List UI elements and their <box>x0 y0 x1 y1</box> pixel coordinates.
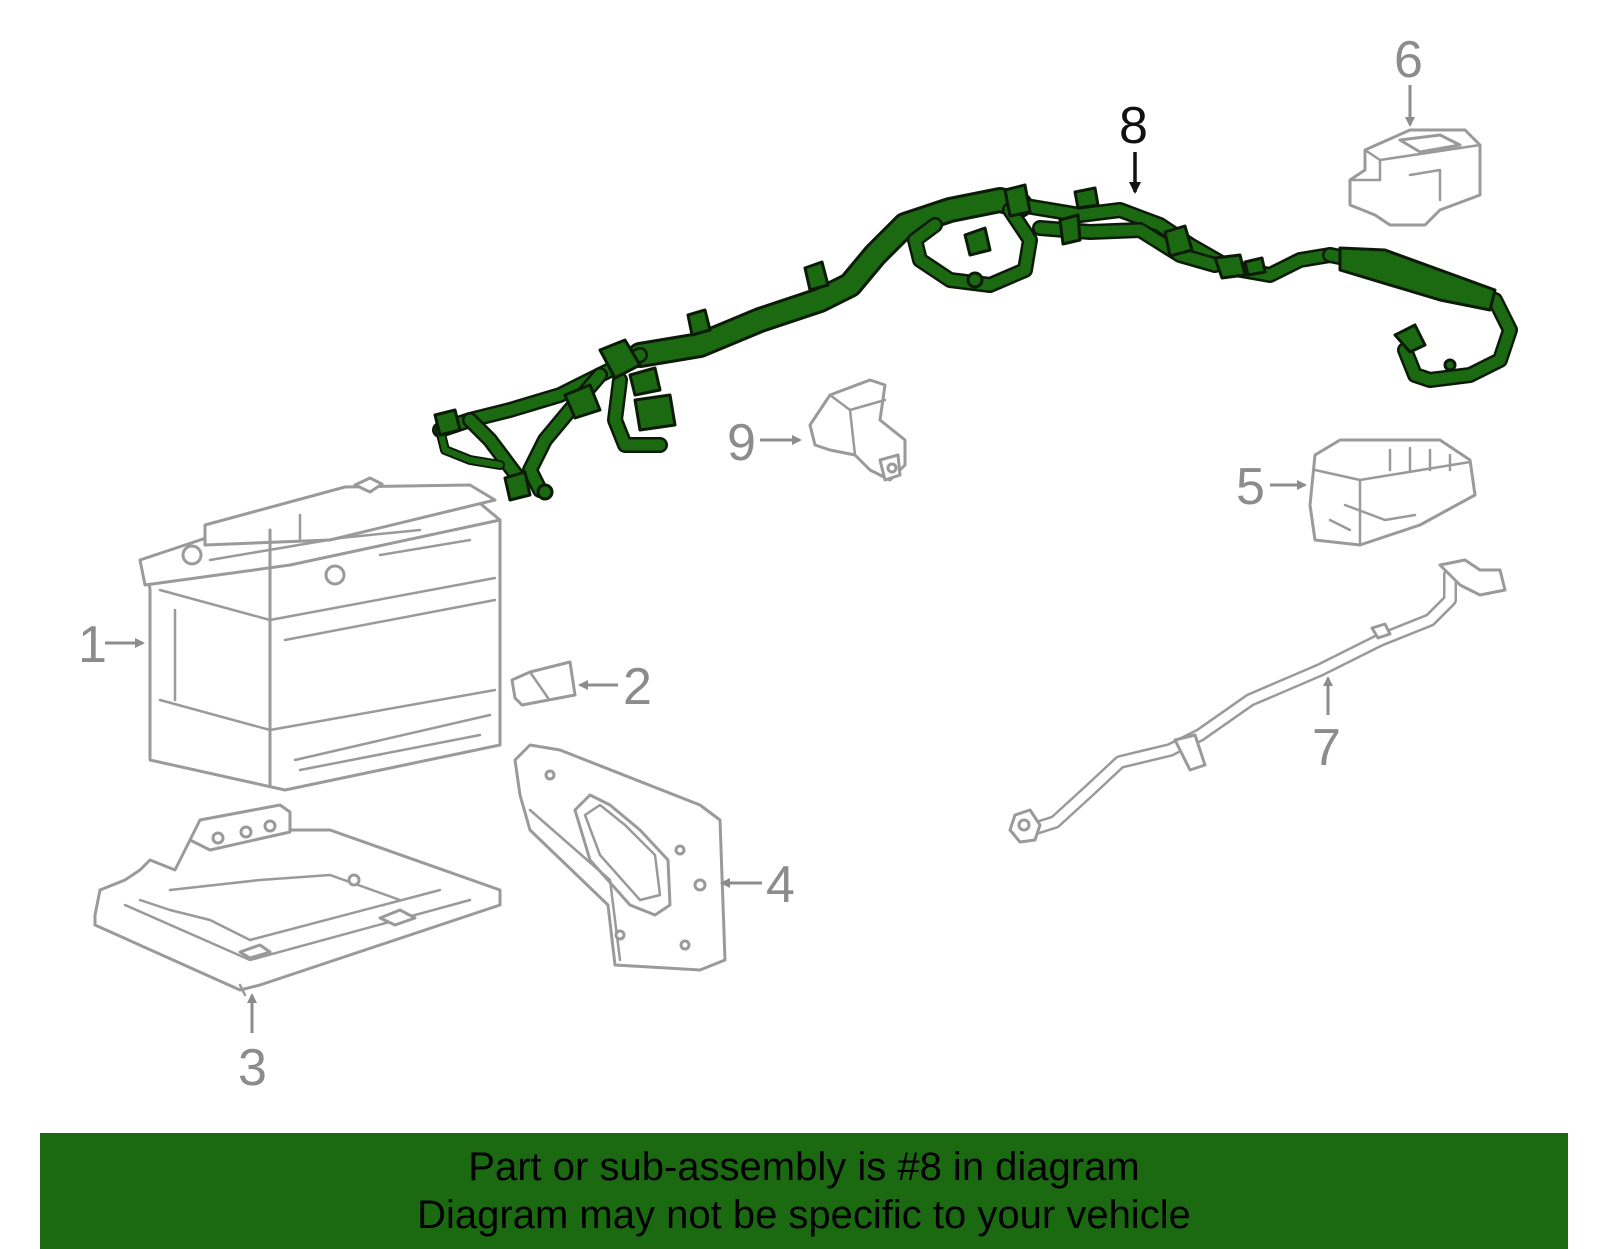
banner-line-part-number: Part or sub-assembly is #8 in diagram <box>468 1145 1140 1189</box>
callout-8[interactable]: 8 <box>1119 97 1148 155</box>
callout-1[interactable]: 1 <box>78 616 107 674</box>
wiring-harness-part[interactable] <box>432 183 1518 502</box>
battery-cable-part[interactable] <box>1008 558 1507 844</box>
callout-9[interactable]: 9 <box>727 414 756 472</box>
fuse-block-part[interactable] <box>1308 438 1477 547</box>
callout-2[interactable]: 2 <box>623 658 652 716</box>
battery-spacer-part[interactable] <box>510 660 577 707</box>
info-banner: Part or sub-assembly is #8 in diagram Di… <box>40 1133 1568 1249</box>
callout-7[interactable]: 7 <box>1312 719 1341 777</box>
fuse-cover-part[interactable] <box>1348 128 1482 227</box>
callout-labels: 1 2 3 4 5 6 7 8 9 <box>78 31 1423 1097</box>
parts-diagram: 1 2 3 4 5 6 7 8 9 <box>78 31 1518 1097</box>
banner-line-disclaimer: Diagram may not be specific to your vehi… <box>417 1193 1191 1237</box>
callout-5[interactable]: 5 <box>1236 458 1265 516</box>
sensor-part[interactable] <box>808 378 907 482</box>
battery-tray-part[interactable] <box>93 803 502 997</box>
callout-3[interactable]: 3 <box>238 1039 267 1097</box>
callout-4[interactable]: 4 <box>766 856 795 914</box>
callout-arrows <box>105 85 1415 1033</box>
callout-6[interactable]: 6 <box>1394 31 1423 89</box>
battery-bracket-part[interactable] <box>513 743 727 972</box>
battery-part[interactable] <box>138 476 502 792</box>
